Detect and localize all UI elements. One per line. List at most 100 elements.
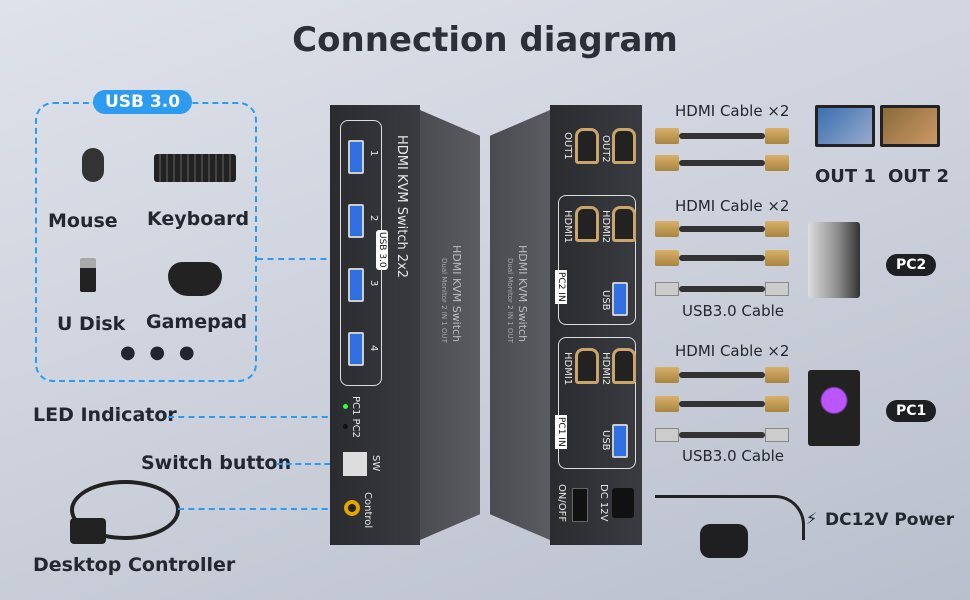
page-title: Connection diagram <box>292 20 678 60</box>
hdmi-cable <box>679 255 765 261</box>
out2-monitor-label: OUT 2 <box>888 166 949 187</box>
hdmi-plug <box>655 367 679 383</box>
pc2-hdmi1-port <box>575 206 599 242</box>
pc1-tower-icon <box>808 370 860 446</box>
usb-cable-label-pc2: USB3.0 Cable <box>682 302 784 320</box>
lightning-icon: ⚡ <box>806 509 818 528</box>
usb-cable <box>679 432 765 438</box>
pc2-tower-icon <box>808 222 860 298</box>
controller-box-icon <box>70 518 106 544</box>
kvm-rear-panel <box>550 105 642 545</box>
side-text-left: HDMI KVM Switch <box>450 245 463 343</box>
pc1-usb-port <box>612 424 628 458</box>
led-pc1-icon <box>343 404 348 409</box>
usb-cable <box>679 286 765 292</box>
side-subtext-left: Dual Monitor 2 IN 1 OUT <box>440 258 448 343</box>
out1-monitor-label: OUT 1 <box>815 166 876 187</box>
pc1-in-frame <box>558 337 636 469</box>
pc2-hdmi1-label: HDMI1 <box>562 210 573 244</box>
controller-connector-line <box>178 508 338 510</box>
pc2-usb-port <box>612 282 628 316</box>
usb-drive-icon <box>80 258 96 292</box>
pc2-hdmi2-port <box>612 206 636 242</box>
out2-label: OUT2 <box>600 135 611 163</box>
usb-port-4 <box>348 332 364 366</box>
dc-cable <box>655 495 805 540</box>
hdmi-cable <box>679 160 765 166</box>
pc1-usb-label: USB <box>600 430 611 451</box>
hdmi-cable-label-pc2: HDMI Cable ×2 <box>675 197 790 215</box>
usb-plug <box>765 282 789 296</box>
pc2-in-frame <box>558 195 636 325</box>
pc1-hdmi1-port <box>575 348 599 384</box>
usb-port-3 <box>348 268 364 302</box>
usb-devices-group <box>35 102 257 382</box>
port-num-3: 3 <box>368 280 379 287</box>
more-devices: ● ● ● <box>120 342 199 363</box>
switch-button[interactable] <box>343 452 367 476</box>
hdmi-plug <box>765 396 789 412</box>
hdmi-plug <box>765 367 789 383</box>
control-label: Control <box>362 492 373 529</box>
pc2-hdmi2-label: HDMI2 <box>600 210 611 244</box>
usb-connector-line <box>257 258 337 260</box>
usb-plug <box>655 282 679 296</box>
power-switch[interactable] <box>572 488 588 522</box>
pc1-hdmi2-label: HDMI2 <box>600 352 611 386</box>
dc12v-power-label: DC12V Power <box>825 510 955 530</box>
pc2-usb-label: USB <box>600 290 611 311</box>
out1-port <box>575 128 599 164</box>
side-subtext-right: Dual Monitor 2 IN 1 OUT <box>506 258 514 343</box>
side-text-right: HDMI KVM Switch <box>516 245 529 343</box>
keyboard-icon <box>154 154 236 182</box>
monitor-1-icon <box>815 105 875 147</box>
power-adapter-icon <box>700 524 748 558</box>
pc1-badge: PC1 <box>886 400 937 422</box>
usb-port-1 <box>348 140 364 174</box>
hdmi-plug <box>765 250 789 266</box>
kvm-side-left <box>420 110 480 540</box>
led-connector-line <box>168 416 338 418</box>
mouse-label: Mouse <box>48 210 118 232</box>
hdmi-plug <box>655 128 679 144</box>
led-indicator-label: LED Indicator <box>33 404 177 426</box>
gamepad-label: Gamepad <box>146 311 248 333</box>
monitor-2-icon <box>880 105 940 147</box>
onoff-label: ON/OFF <box>556 484 567 523</box>
usb-badge: USB 3.0 <box>93 90 193 114</box>
switch-connector-line <box>276 463 340 465</box>
usb-plug <box>655 428 679 442</box>
port-num-2: 2 <box>368 215 379 222</box>
sw-label: SW <box>370 455 381 472</box>
dc-jack <box>612 488 634 518</box>
hdmi-plug <box>655 221 679 237</box>
port-num-1: 1 <box>368 150 379 157</box>
control-jack[interactable] <box>344 500 360 516</box>
hdmi-plug <box>655 250 679 266</box>
usb-port-2 <box>348 204 364 238</box>
out2-port <box>612 128 636 164</box>
usb30-label: USB 3.0 <box>376 230 388 270</box>
hdmi-cable <box>679 372 765 378</box>
hdmi-cable <box>679 401 765 407</box>
pc2-in-label: PC2 IN <box>555 270 567 304</box>
pc2-badge: PC2 <box>886 254 937 276</box>
usb-plug <box>765 428 789 442</box>
udisk-label: U Disk <box>57 313 126 335</box>
keyboard-label: Keyboard <box>147 208 250 230</box>
hdmi-plug <box>765 221 789 237</box>
hdmi-cable-label-out: HDMI Cable ×2 <box>675 102 790 120</box>
desktop-controller-image <box>70 480 180 540</box>
led-pc2-icon <box>343 424 348 429</box>
kvm-side-right <box>490 110 550 540</box>
hdmi-cable <box>679 133 765 139</box>
hdmi-cable-label-pc1: HDMI Cable ×2 <box>675 342 790 360</box>
mouse-icon <box>82 148 104 182</box>
switch-button-label: Switch button <box>141 452 292 474</box>
pc1-in-label: PC1 IN <box>555 415 567 449</box>
port-num-4: 4 <box>368 345 379 352</box>
hdmi-cable <box>679 226 765 232</box>
led-labels: PC1 PC2 <box>350 396 361 438</box>
dc-label: DC 12V <box>598 484 609 522</box>
hdmi-plug <box>655 155 679 171</box>
